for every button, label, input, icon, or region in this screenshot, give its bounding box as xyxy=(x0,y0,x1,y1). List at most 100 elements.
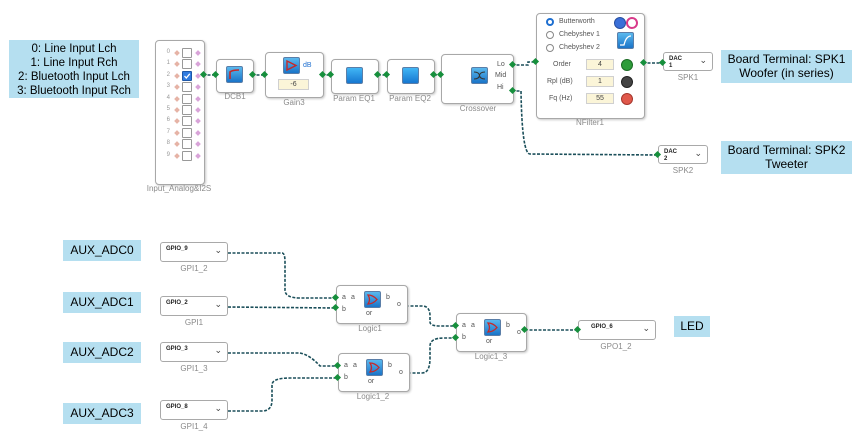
aux-adc1-comment[interactable]: AUX_ADC1 xyxy=(63,292,141,313)
spk2-comment-line1: Board Terminal: SPK2 xyxy=(727,143,846,157)
gpi1-3-label: GPI1_3 xyxy=(180,364,208,373)
spk2-comment[interactable]: Board Terminal: SPK2 Tweeter xyxy=(721,141,852,174)
input-channel-pin-in[interactable] xyxy=(174,95,180,102)
spk2-output-select[interactable]: DAC 2 ⌄ xyxy=(658,145,708,164)
param-eq-icon xyxy=(402,67,419,84)
param-eq2-block[interactable] xyxy=(387,59,435,94)
logic-in-b-label: b xyxy=(462,334,466,341)
filter-disable-icon[interactable] xyxy=(626,17,638,29)
spk1-comment[interactable]: Board Terminal: SPK1 Woofer (in series) xyxy=(721,50,852,83)
filter-mode-icon[interactable] xyxy=(614,17,626,29)
input-channel-checkbox[interactable] xyxy=(182,116,192,127)
input-channel-checkbox[interactable] xyxy=(182,105,192,115)
logic-op-label: or xyxy=(366,310,373,317)
input-channel-pin-in[interactable] xyxy=(174,129,180,136)
input-source-1: 1: Line Input Rch xyxy=(30,57,118,69)
input-channel-pin-out[interactable] xyxy=(195,95,201,102)
ripple-label: Rpl (dB) xyxy=(547,78,573,85)
param-eq2-label: Param EQ2 xyxy=(389,94,431,103)
gain-block[interactable]: dB -6 xyxy=(265,52,324,98)
gain-unit: dB xyxy=(303,62,312,69)
logic-out-label: b xyxy=(386,294,390,301)
input-channel-index: 6 xyxy=(166,117,170,124)
led-comment[interactable]: LED xyxy=(674,316,710,337)
input-channel-checkbox-checked[interactable] xyxy=(182,70,192,81)
input-channel-checkbox[interactable] xyxy=(182,48,192,58)
order-link-icon[interactable] xyxy=(621,59,633,71)
spk2-comment-line2: Tweeter xyxy=(765,157,808,171)
input-channel-pin-in[interactable] xyxy=(174,152,180,159)
gpi1-3-select[interactable]: GPIO_3 ⌄ xyxy=(160,342,228,362)
input-channel-pin-out[interactable] xyxy=(195,61,201,68)
input-channel-index: 2 xyxy=(166,71,170,78)
input-channel-checkbox[interactable] xyxy=(182,93,192,104)
gpi1-select[interactable]: GPIO_2 ⌄ xyxy=(160,296,228,316)
chebyshev2-label: Chebyshev 2 xyxy=(559,44,600,51)
order-field[interactable]: 4 xyxy=(586,59,614,70)
input-channel-checkbox[interactable] xyxy=(182,82,192,93)
aux-adc0-comment[interactable]: AUX_ADC0 xyxy=(63,240,141,261)
gpi1-4-value: GPIO_8 xyxy=(166,404,188,410)
logic-in-b-label: b xyxy=(342,306,346,313)
input-channel-index: 0 xyxy=(166,49,170,55)
spk1-output-select[interactable]: DAC 1 ⌄ xyxy=(663,52,713,71)
input-channel-pin-out[interactable] xyxy=(195,84,201,91)
or-gate-icon xyxy=(366,359,383,376)
input-channel-pin-out[interactable] xyxy=(195,118,201,125)
chebyshev1-radio[interactable] xyxy=(546,31,554,39)
logic1-3-label: Logic1_3 xyxy=(474,352,508,361)
crossover-icon xyxy=(471,67,488,84)
input-source-0: 0: Line Input Lch xyxy=(31,43,117,55)
gpi1-2-label: GPI1_2 xyxy=(180,264,208,273)
input-channel-pin-in[interactable] xyxy=(174,141,180,148)
gpi1-3-value: GPIO_3 xyxy=(166,346,188,352)
input-channel-pin-out[interactable] xyxy=(195,152,201,159)
wire-crossover-spk2 xyxy=(512,90,659,156)
crossover-port-mid: Mid xyxy=(495,72,507,79)
input-channel-pin-in[interactable] xyxy=(174,61,180,68)
butterworth-radio[interactable] xyxy=(546,18,554,26)
nfilter-block[interactable]: Butterworth Chebyshev 1 Chebyshev 2 Orde… xyxy=(536,13,645,119)
input-channel-pin-in[interactable] xyxy=(174,50,180,56)
input-channel-pin-in[interactable] xyxy=(174,84,180,91)
input-channel-pin-out[interactable] xyxy=(195,141,201,148)
logic-in-a-label: a xyxy=(462,322,466,329)
input-channel-index: 1 xyxy=(166,60,170,67)
logic1-block[interactable]: a a b or b o xyxy=(336,285,408,324)
wire-gpi13-logic12 xyxy=(228,352,338,367)
dcb-block[interactable] xyxy=(216,59,254,93)
frequency-field[interactable]: 55 xyxy=(586,93,614,104)
aux-adc2-comment[interactable]: AUX_ADC2 xyxy=(63,342,141,363)
input-channel-pin-out[interactable] xyxy=(195,50,201,56)
gain-value-field[interactable]: -6 xyxy=(278,79,309,90)
input-channel-pin-in[interactable] xyxy=(174,118,180,125)
input-sources-comment[interactable]: 0: Line Input Lch 1: Line Input Rch 2: B… xyxy=(9,40,139,98)
input-channel-pin-in[interactable] xyxy=(174,107,180,113)
logic-in-a-label: a xyxy=(344,362,348,369)
input-channel-pin-out[interactable] xyxy=(195,129,201,136)
chebyshev2-radio[interactable] xyxy=(546,44,554,52)
input-channel-pin-in[interactable] xyxy=(174,72,180,79)
gpi1-4-select[interactable]: GPIO_8 ⌄ xyxy=(160,400,228,420)
input-channel-checkbox[interactable] xyxy=(182,139,192,150)
crossover-port-hi: Hi xyxy=(497,84,504,91)
crossover-block[interactable]: Lo Mid Hi xyxy=(441,54,514,104)
input-channel-checkbox[interactable] xyxy=(182,59,192,70)
input-channel-checkbox[interactable] xyxy=(182,150,192,161)
input-channel-checkbox[interactable] xyxy=(182,127,192,138)
crossover-label: Crossover xyxy=(459,104,497,113)
logic1-3-block[interactable]: a a b or b o xyxy=(456,313,527,352)
logic1-2-block[interactable]: a a b or b o xyxy=(338,353,410,392)
logic-out-port: o xyxy=(397,301,401,308)
aux-adc3-comment[interactable]: AUX_ADC3 xyxy=(63,403,141,424)
ripple-info-icon[interactable] xyxy=(621,76,633,88)
gpi1-2-value: GPIO_9 xyxy=(166,246,188,252)
input-channel-pin-out[interactable] xyxy=(195,107,201,113)
param-eq1-block[interactable] xyxy=(331,59,379,94)
frequency-minus-icon[interactable] xyxy=(621,93,633,105)
gpi1-2-select[interactable]: GPIO_9 ⌄ xyxy=(160,242,228,262)
gpo1-2-select[interactable]: GPIO_6 ⌄ xyxy=(578,320,656,340)
wire-logic12-logic13 xyxy=(408,337,456,374)
ripple-field[interactable]: 1 xyxy=(586,76,614,87)
